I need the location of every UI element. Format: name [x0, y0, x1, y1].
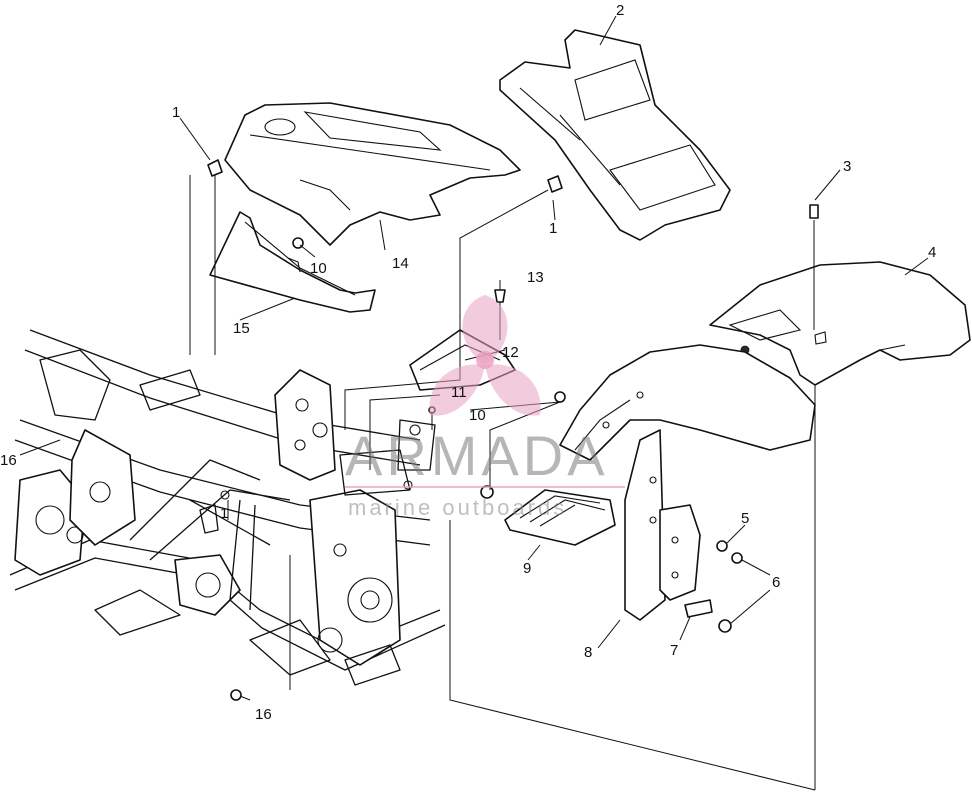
callout-10a: 10	[310, 260, 327, 277]
callout-16a: 16	[0, 452, 17, 469]
propeller-logo	[429, 295, 541, 416]
armada-watermark: ARMADA marine outboards	[345, 295, 625, 520]
callout-15: 15	[233, 320, 250, 337]
part-8-mud-flap	[624, 429, 701, 621]
part-4-rear-fender	[709, 261, 971, 386]
callout-13: 13	[527, 269, 544, 286]
callout-11: 11	[451, 384, 467, 401]
callout-1b: 1	[549, 220, 557, 237]
callout-9: 9	[523, 560, 531, 577]
part-9-footrest	[504, 489, 616, 546]
part-7-bracket	[684, 599, 713, 618]
fastener-nut-6a	[731, 552, 743, 564]
callout-14: 14	[392, 255, 409, 272]
callout-12: 12	[502, 344, 519, 361]
fastener-screw-13	[494, 289, 506, 303]
callout-2: 2	[616, 2, 624, 19]
callout-10b: 10	[469, 407, 486, 424]
callout-8: 8	[584, 644, 592, 661]
fastener-bolt-16	[230, 689, 242, 701]
vehicle-frame	[9, 329, 446, 686]
fastener-nut-6b	[718, 619, 732, 633]
callout-4: 4	[928, 244, 936, 261]
fastener-screw-3	[809, 204, 819, 219]
callout-1a: 1	[172, 104, 180, 121]
fastener-clip-1a	[207, 159, 223, 177]
part-14-side-cover	[224, 102, 521, 246]
leader-lines	[19, 15, 929, 791]
callout-1c: 1	[220, 505, 228, 522]
fastener-clip-1b	[547, 175, 563, 193]
callout-labels: 1 1 1 2 3 4 5 6 7 8 9 10 10 11 12 13 14 …	[0, 2, 936, 723]
watermark-title: ARMADA	[345, 424, 609, 487]
callout-6: 6	[772, 574, 780, 591]
callout-16b: 16	[255, 706, 272, 723]
front-fender	[559, 344, 816, 461]
callout-3: 3	[843, 158, 851, 175]
fastener-screw-10b	[554, 391, 566, 403]
part-15-lower-panel	[209, 211, 376, 313]
watermark-subtitle: marine outboards	[348, 495, 567, 520]
callout-5: 5	[741, 510, 749, 527]
part-2-console-hood	[499, 29, 731, 241]
fastener-nut-5	[716, 540, 728, 552]
callout-7: 7	[670, 642, 678, 659]
